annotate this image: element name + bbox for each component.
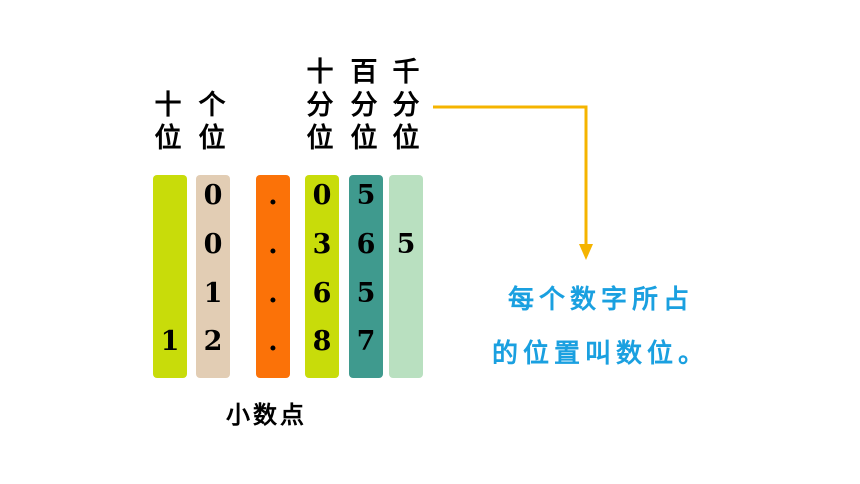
digit-tenths-row2: 3 (312, 229, 332, 260)
header-thousandths-char-3: 位 (392, 123, 420, 154)
header-ones: 个 位 (190, 89, 234, 155)
header-hundredths: 百 分 位 (342, 56, 386, 155)
header-thousandths-char-1: 千 (392, 57, 420, 88)
header-hundredths-char-3: 位 (350, 123, 378, 154)
column-thousandths (389, 175, 423, 378)
digit-tenths-row4: 8 (312, 326, 332, 357)
header-tens-char-2: 位 (154, 123, 182, 154)
digit-tens-row4: 1 (160, 326, 180, 357)
digit-tenths-row1: 0 (312, 180, 332, 211)
header-hundredths-char-2: 分 (350, 90, 378, 121)
digit-hundredths-row4: 7 (356, 326, 376, 357)
header-ones-char-2: 位 (198, 123, 226, 154)
header-tens-char-1: 十 (154, 90, 182, 121)
digit-tenths-row3: 6 (312, 278, 332, 309)
column-tens (153, 175, 187, 378)
digit-point-row1: . (268, 180, 278, 211)
digit-ones-row1: 0 (203, 180, 223, 211)
digit-ones-row3: 1 (203, 278, 223, 309)
digit-ones-row2: 0 (203, 229, 223, 260)
digit-point-row4: . (268, 326, 278, 357)
digit-point-row3: . (268, 278, 278, 309)
header-ones-char-1: 个 (198, 90, 226, 121)
header-tenths-char-1: 十 (306, 57, 334, 88)
digit-thousandths-row2: 5 (396, 229, 416, 260)
column-tenths (305, 175, 339, 378)
digit-point-row2: . (268, 229, 278, 260)
digit-hundredths-row2: 6 (356, 229, 376, 260)
header-thousandths-char-2: 分 (392, 90, 420, 121)
note-line-2: 的位置叫数位。 (492, 339, 710, 369)
header-tenths-char-3: 位 (306, 123, 334, 154)
decimal-point-label: 小数点 (226, 400, 307, 429)
column-hundredths (349, 175, 383, 378)
digit-hundredths-row1: 5 (356, 180, 376, 211)
column-ones (196, 175, 230, 378)
arrow-line (433, 105, 588, 250)
header-tens: 十 位 (146, 89, 190, 155)
column-point (256, 175, 290, 378)
header-tenths: 十 分 位 (298, 56, 342, 155)
digit-ones-row4: 2 (203, 326, 223, 357)
arrow-head (579, 244, 593, 260)
header-hundredths-char-1: 百 (350, 57, 378, 88)
header-thousandths: 千 分 位 (384, 56, 428, 155)
digit-hundredths-row3: 5 (356, 278, 376, 309)
header-tenths-char-2: 分 (306, 90, 334, 121)
note-line-1: 每个数字所占 (508, 285, 695, 315)
